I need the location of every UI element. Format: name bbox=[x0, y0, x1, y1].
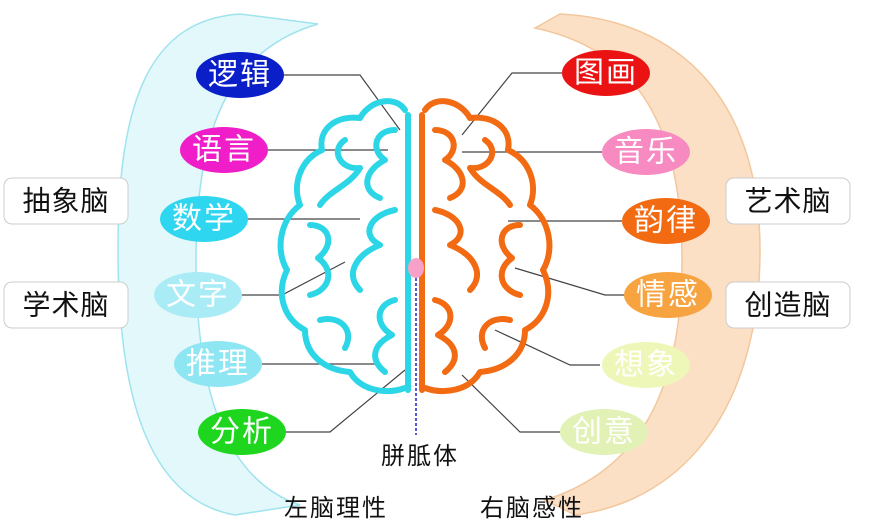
right-top-side-label: 艺术脑 bbox=[725, 177, 851, 225]
right-bottom-side-label: 创造脑 bbox=[725, 281, 851, 329]
left-items: 逻辑 语言 数学 文字 推理 分析 bbox=[154, 52, 286, 455]
right-pill-imagination bbox=[602, 342, 690, 388]
left-bottom-side-label-text: 学术脑 bbox=[22, 289, 109, 322]
right-pill-emotion bbox=[624, 272, 712, 318]
left-pill-math bbox=[160, 196, 248, 242]
left-leaders bbox=[240, 74, 406, 433]
right-item-drawing: 图画 bbox=[562, 50, 650, 96]
left-pill-reasoning-label: 推理 bbox=[186, 347, 250, 382]
right-item-imagination: 想象 bbox=[602, 342, 690, 388]
left-pill-text bbox=[154, 272, 242, 318]
right-pill-creativity-label: 创意 bbox=[572, 415, 636, 450]
left-bottom-side-label: 学术脑 bbox=[3, 281, 129, 329]
right-pill-rhythm bbox=[622, 198, 710, 244]
right-pill-rhythm-label: 韵律 bbox=[634, 204, 698, 239]
left-item-text: 文字 bbox=[154, 272, 242, 318]
right-pill-emotion-label: 情感 bbox=[636, 278, 700, 313]
right-brain-caption: 右脑感性 bbox=[480, 494, 584, 522]
left-item-math: 数学 bbox=[160, 196, 248, 242]
right-pill-drawing bbox=[562, 50, 650, 96]
left-item-logic: 逻辑 bbox=[196, 52, 284, 98]
left-item-language: 语言 bbox=[180, 127, 268, 173]
right-item-emotion: 情感 bbox=[624, 272, 712, 318]
left-pill-math-label: 数学 bbox=[172, 202, 236, 237]
left-top-side-label: 抽象脑 bbox=[3, 177, 129, 225]
left-top-side-label-text: 抽象脑 bbox=[22, 185, 109, 218]
left-hemisphere bbox=[277, 98, 411, 394]
left-pill-language bbox=[180, 127, 268, 173]
right-pill-music-label: 音乐 bbox=[614, 135, 678, 170]
right-bottom-side-label-text: 创造脑 bbox=[744, 289, 831, 322]
corpus-callosum-label: 胼胝体 bbox=[381, 442, 459, 470]
right-pill-imagination-label: 想象 bbox=[614, 348, 678, 383]
left-brain-caption: 左脑理性 bbox=[284, 494, 388, 522]
right-item-music: 音乐 bbox=[602, 129, 690, 175]
left-pill-text-label: 文字 bbox=[166, 278, 230, 313]
left-pill-analysis bbox=[198, 409, 286, 455]
left-pill-logic bbox=[196, 52, 284, 98]
right-pill-creativity bbox=[560, 409, 648, 455]
left-pill-reasoning bbox=[174, 341, 262, 387]
left-pill-analysis-label: 分析 bbox=[210, 415, 274, 450]
right-hemisphere bbox=[419, 98, 553, 394]
left-item-reasoning: 推理 bbox=[174, 341, 262, 387]
right-pill-drawing-label: 图画 bbox=[574, 56, 638, 91]
right-top-side-label-text: 艺术脑 bbox=[744, 185, 831, 218]
right-item-rhythm: 韵律 bbox=[622, 198, 710, 244]
corpus-callosum-dot bbox=[408, 258, 424, 278]
right-pill-music bbox=[602, 129, 690, 175]
right-items: 图画 音乐 韵律 情感 想象 创意 bbox=[560, 50, 712, 455]
right-leaders bbox=[461, 72, 625, 433]
left-pill-language-label: 语言 bbox=[192, 133, 256, 168]
right-item-creativity: 创意 bbox=[560, 409, 648, 455]
left-pill-logic-label: 逻辑 bbox=[208, 58, 272, 93]
left-item-analysis: 分析 bbox=[198, 409, 286, 455]
